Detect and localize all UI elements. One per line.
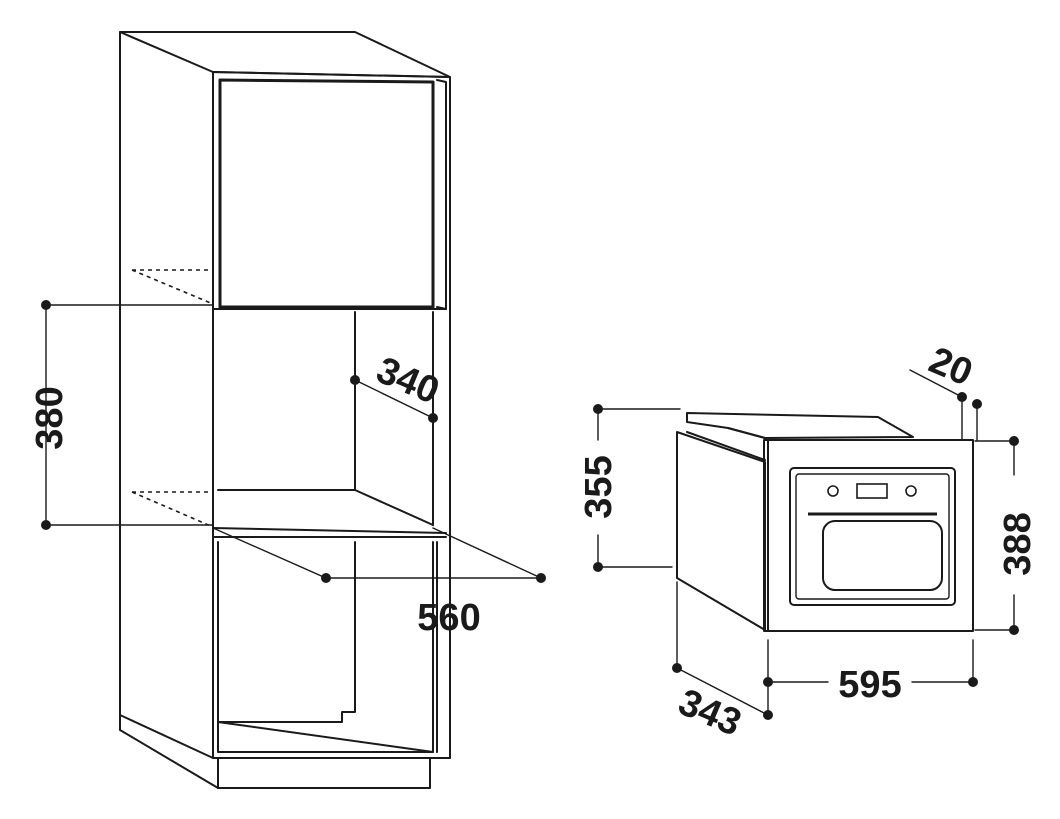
cabinet-side-panel [119,31,214,759]
dimension-niche-height: 380 [29,300,214,530]
dimension-front-width: 595 [763,639,978,716]
dimension-front-height: 388 [974,436,1039,635]
dimension-body-height: 355 [578,404,681,572]
label-niche-width: 560 [417,597,480,639]
oven-knob-icon [905,485,917,497]
oven-front-panel [763,439,974,632]
hidden-edge-lower [131,491,214,528]
label-front-height: 388 [997,512,1039,575]
oven-body-side [676,431,766,631]
built-in-cabinet [119,31,451,789]
dimension-niche-depth: 340 [350,349,445,423]
cabinet-top-panel [119,31,451,78]
label-body-depth: 343 [672,681,747,744]
cabinet-lower-compartment [217,541,434,753]
built-in-oven [676,412,974,632]
cabinet-niche [217,311,434,526]
label-front-width: 595 [838,664,901,706]
oven-display-icon [856,483,888,499]
dimension-body-depth: 343 [672,581,773,745]
oven-window [822,520,943,591]
oven-door-frame [789,467,956,606]
dimension-front-gap: 20 [909,339,982,441]
label-niche-height: 380 [29,386,71,449]
dimension-niche-width: 560 [212,527,546,639]
cabinet-front-frame [212,71,451,759]
label-front-gap: 20 [923,339,978,394]
label-body-height: 355 [578,455,620,518]
cabinet-upper-door [218,78,435,309]
oven-knob-icon [827,485,839,497]
oven-top [686,412,914,439]
hidden-edge-upper [131,269,214,305]
oven-control-panel [827,483,917,499]
